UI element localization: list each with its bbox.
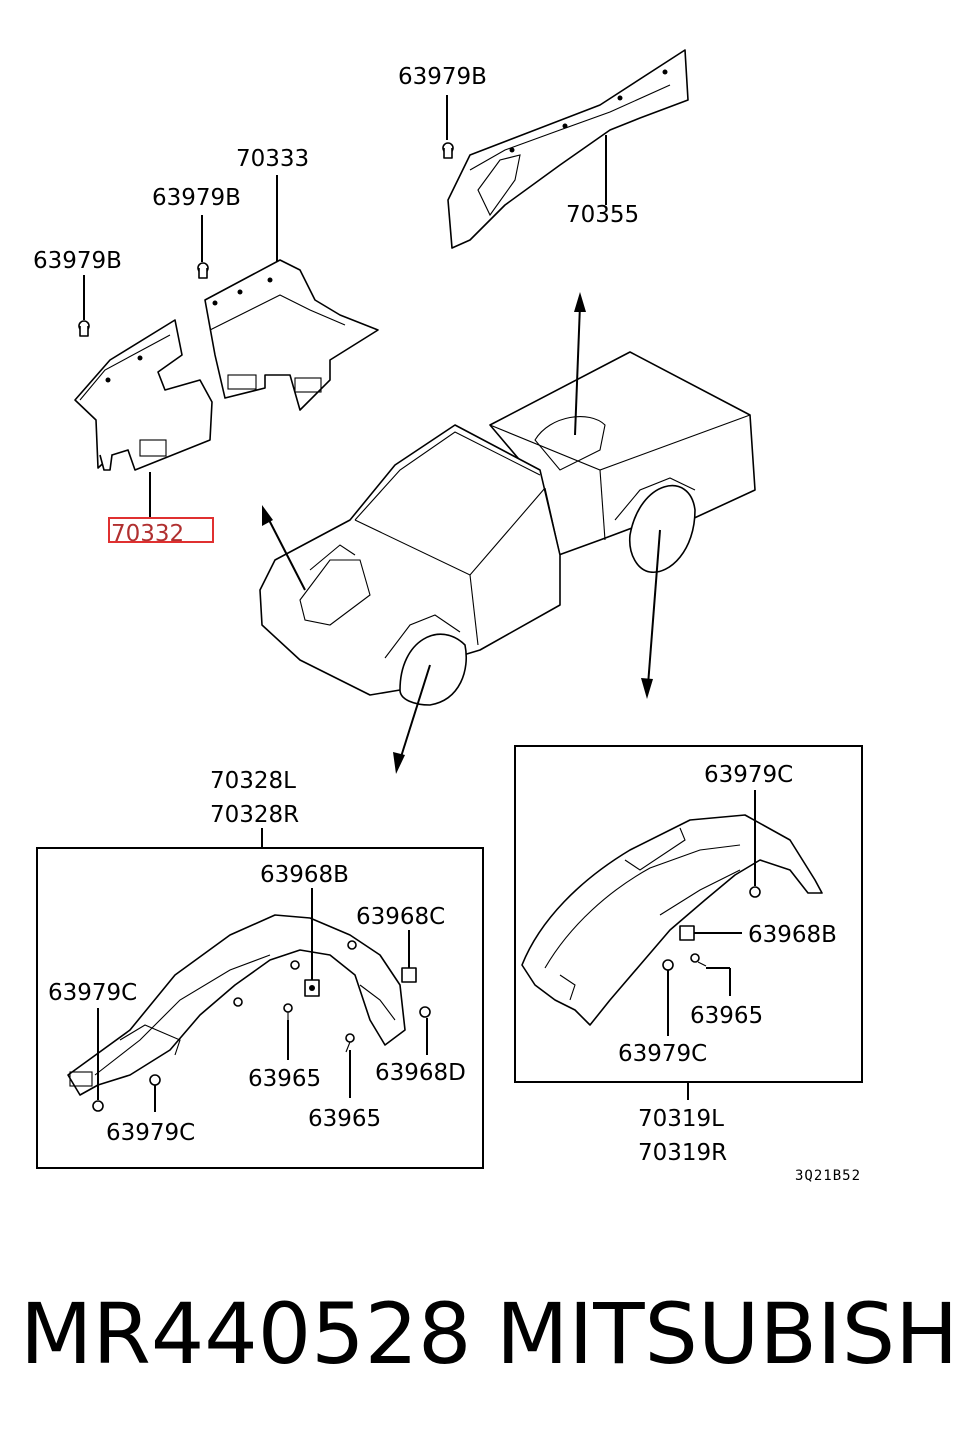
part-70333-drawing [204,259,379,411]
footer: MR440528 MITSUBISHI [0,1285,960,1395]
label-front-63968d: 63968D [375,1060,466,1086]
label-70328l: 70328L [210,768,296,794]
label-rear-63979c-bottom: 63979C [618,1041,707,1067]
label-63979b-mid: 63979B [152,185,241,211]
rear-fasteners-drawing [662,886,761,971]
label-front-63979c-top: 63979C [48,980,137,1006]
clip-63979b-top-drawing [442,142,454,159]
part-70332-drawing [74,319,213,471]
label-front-63965-a: 63965 [248,1066,321,1092]
label-rear-63979c-top: 63979C [704,762,793,788]
highlight-box-70332 [108,517,214,543]
label-front-63965-b: 63965 [308,1106,381,1132]
label-70355: 70355 [566,202,639,228]
front-liner-box [36,847,484,1169]
label-70319l: 70319L [638,1106,724,1132]
label-front-63968b: 63968B [260,862,349,888]
label-rear-63965: 63965 [690,1003,763,1029]
clip-63979b-left-drawing [78,320,90,337]
front-fasteners-drawing [92,967,431,1112]
label-front-63968c: 63968C [356,904,445,930]
drawing-code: 3Q21B52 [795,1168,861,1184]
truck-body-drawing [259,351,756,706]
label-63979b-top: 63979B [398,64,487,90]
label-70333: 70333 [236,146,309,172]
label-front-63979c-bottom: 63979C [106,1120,195,1146]
part-70355-drawing [447,49,689,249]
front-fender-liner-drawing [67,914,406,1096]
part-number: MR440528 [20,1285,472,1383]
label-70332-highlighted: 70332 [111,521,184,547]
label-70328r: 70328R [210,802,299,828]
label-rear-63968b: 63968B [748,922,837,948]
label-70319r: 70319R [638,1140,727,1166]
rear-fender-liner-drawing [521,814,823,1026]
clip-63979b-mid-drawing [197,262,209,279]
label-63979b-left: 63979B [33,248,122,274]
arrows-drawing [262,292,661,774]
brand-name: MITSUBISHI [496,1285,960,1383]
parts-diagram: 63979B 70355 70333 63979B 63979B 70332 7… [33,49,863,1184]
